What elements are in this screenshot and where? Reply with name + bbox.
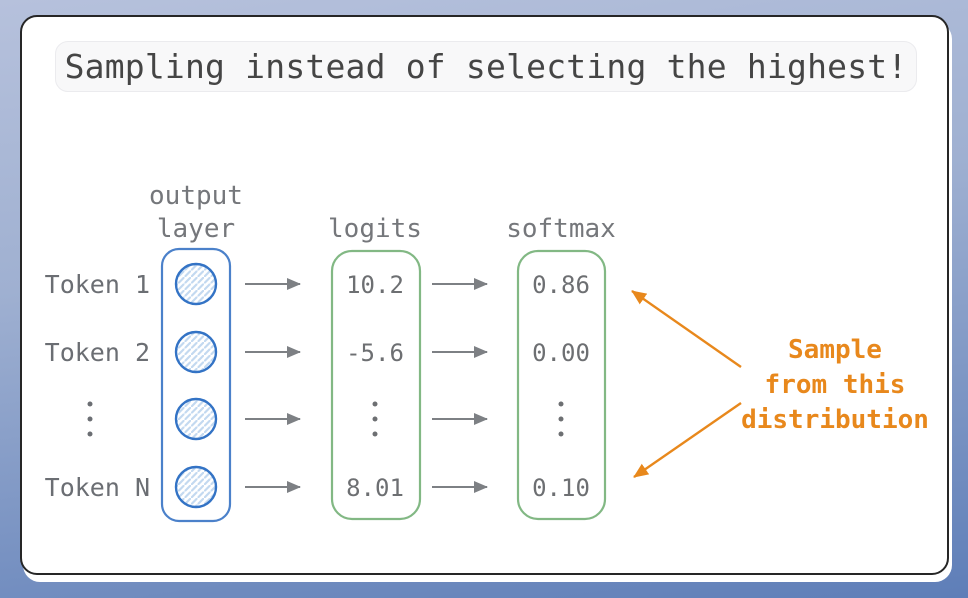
arrow-right-icons-softmax	[432, 278, 488, 493]
logit-value-n: 8.01	[346, 474, 404, 502]
output-layer-label-line1: output	[149, 181, 243, 211]
logits-box	[330, 249, 422, 521]
sample-arrow-top-icon	[631, 290, 742, 368]
softmax-box	[516, 249, 607, 521]
softmax-value-n: 0.10	[532, 474, 590, 502]
logits-ellipsis	[372, 401, 378, 437]
output-layer-box	[160, 247, 232, 523]
neuron-circle-2	[174, 330, 218, 374]
logit-value-2: -5.6	[346, 339, 404, 367]
neuron-circle-3	[174, 397, 218, 441]
token-label-n: Token N	[45, 473, 150, 502]
token-label-1: Token 1	[45, 270, 150, 299]
softmax-value-2: 0.00	[532, 339, 590, 367]
output-layer-label-line2: layer	[157, 214, 235, 244]
softmax-label: softmax	[506, 214, 616, 244]
neuron-circle-4	[174, 465, 218, 509]
diagram-svg: output layer logits softmax Token 1 Toke…	[45, 181, 929, 523]
neuron-circles	[174, 262, 218, 509]
softmax-value-1: 0.86	[532, 271, 590, 299]
sample-annotation-line1: Sample	[788, 335, 882, 365]
logit-value-1: 10.2	[346, 271, 404, 299]
sample-annotation-line2: from this	[765, 370, 906, 400]
logits-label: logits	[328, 214, 422, 244]
slide-title: Sampling instead of selecting the highes…	[64, 47, 908, 86]
token-ellipsis	[87, 401, 93, 437]
sample-arrow-bottom-icon	[633, 402, 742, 478]
sample-annotation-arrows	[631, 290, 742, 478]
title-banner: Sampling instead of selecting the highes…	[55, 41, 917, 92]
neuron-circle-1	[174, 262, 218, 306]
sample-annotation: Sample from this distribution	[741, 335, 929, 435]
sample-annotation-line3: distribution	[741, 405, 929, 435]
output-layer-label: output layer	[149, 181, 243, 244]
token-label-2: Token 2	[45, 338, 150, 367]
arrow-right-icons-logits	[245, 278, 301, 493]
softmax-ellipsis	[558, 401, 564, 437]
slide-card: Sampling instead of selecting the highes…	[20, 15, 949, 575]
